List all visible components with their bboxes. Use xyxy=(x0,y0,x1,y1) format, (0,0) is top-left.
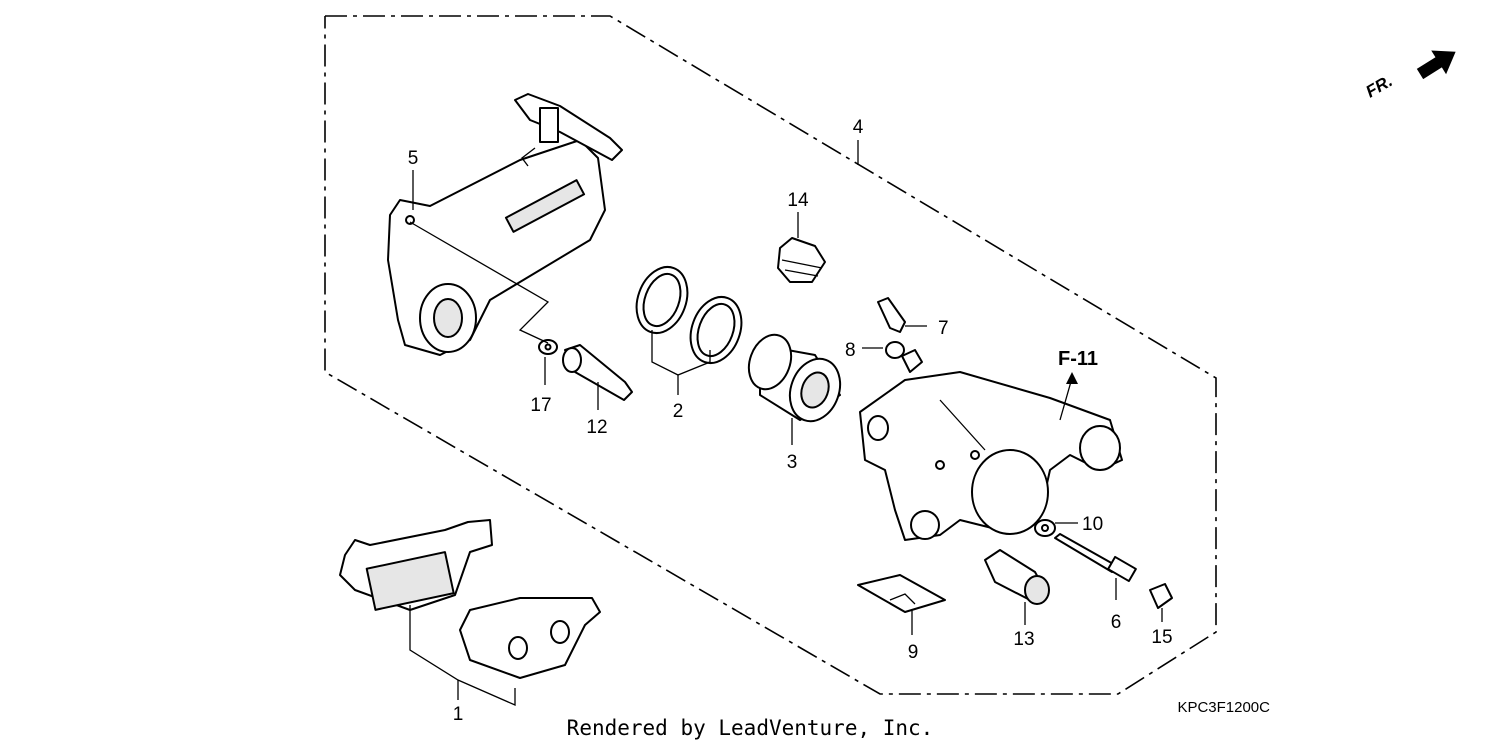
diagram-code: KPC3F1200C xyxy=(1177,699,1270,716)
callout-8: 8 xyxy=(845,340,856,361)
part-14-boot xyxy=(777,237,826,283)
part-8-bleeder-cap xyxy=(885,341,923,373)
part-15-plug xyxy=(1149,583,1173,609)
fr-label: FR. xyxy=(1363,71,1396,101)
part-2-piston-seals xyxy=(635,266,743,364)
callout-4: 4 xyxy=(853,117,864,138)
part-3-piston xyxy=(747,333,842,423)
part-7-bleeder-screw xyxy=(877,297,906,333)
callout-12: 12 xyxy=(586,417,607,438)
part-13-pad-pin xyxy=(984,549,1050,605)
leader-lines xyxy=(409,140,1163,706)
part-1-brake-pads xyxy=(339,519,601,679)
callout-1: 1 xyxy=(453,704,464,725)
part-12-pin-bolt xyxy=(562,344,633,401)
reference-label: F-11 xyxy=(1058,348,1098,370)
part-17-washer xyxy=(538,339,558,355)
part-6-pin-bolt xyxy=(1054,533,1137,583)
part-5-caliper-bracket xyxy=(387,93,623,356)
footer-credit: Rendered by LeadVenture, Inc. xyxy=(566,716,934,740)
part-4-caliper-body xyxy=(859,371,1123,541)
callout-15: 15 xyxy=(1151,627,1172,648)
part-9-pad-spring xyxy=(857,574,946,613)
callout-6: 6 xyxy=(1111,612,1122,633)
callout-17: 17 xyxy=(530,395,551,416)
callout-3: 3 xyxy=(787,452,798,473)
callout-10: 10 xyxy=(1082,514,1103,535)
callout-9: 9 xyxy=(908,642,919,663)
callout-7: 7 xyxy=(938,318,949,339)
assembly-outline xyxy=(324,15,1217,695)
callout-2: 2 xyxy=(673,401,684,422)
direction-arrow-icon xyxy=(1416,50,1456,80)
callout-14: 14 xyxy=(787,190,809,211)
part-10-washer xyxy=(1034,519,1056,537)
callout-13: 13 xyxy=(1013,629,1034,650)
callout-5: 5 xyxy=(408,148,419,169)
